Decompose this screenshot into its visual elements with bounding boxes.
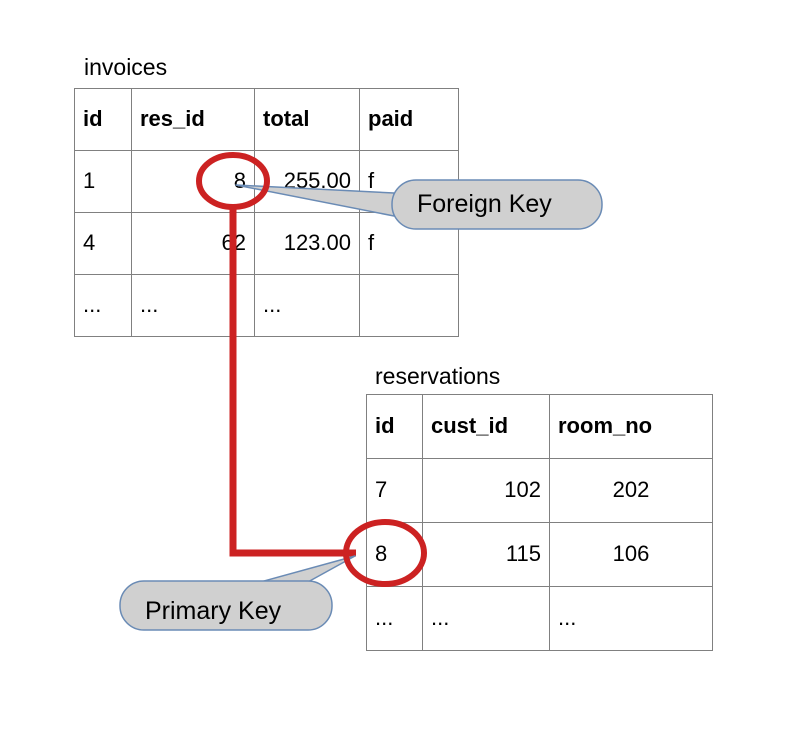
invoices-cell-paid [359,274,459,337]
invoices-table: id res_id total paid 1 8 255.00 f 4 62 1… [74,88,459,337]
reservations-cell-cust-id: 115 [422,522,550,587]
reservations-cell-id: 7 [366,458,423,523]
invoices-header-id: id [74,88,132,151]
invoices-row: 1 8 255.00 f [74,150,459,213]
foreign-key-callout-label: Foreign Key [417,190,552,218]
primary-key-callout-tail [252,555,356,589]
reservations-table-caption: reservations [375,363,501,389]
invoices-header-total: total [254,88,360,151]
invoices-cell-id: ... [74,274,132,337]
invoices-header-paid: paid [359,88,459,151]
reservations-cell-cust-id: ... [422,586,550,651]
reservations-header-cust-id: cust_id [422,394,550,459]
reservations-cell-room-no: ... [549,586,713,651]
invoices-cell-res-id: ... [131,274,255,337]
invoices-cell-res-id: 62 [131,212,255,275]
primary-key-callout-label: Primary Key [145,597,282,625]
invoices-table-caption: invoices [84,54,168,80]
reservations-row: ... ... ... [366,586,713,651]
invoices-cell-id: 4 [74,212,132,275]
invoices-cell-res-id: 8 [131,150,255,213]
reservations-cell-id: ... [366,586,423,651]
reservations-cell-id: 8 [366,522,423,587]
invoices-header-row: id res_id total paid [74,88,459,151]
invoices-cell-paid: f [359,212,459,275]
reservations-cell-room-no: 106 [549,522,713,587]
invoices-row: ... ... ... [74,274,459,337]
invoices-cell-id: 1 [74,150,132,213]
invoices-cell-total: 123.00 [254,212,360,275]
reservations-cell-room-no: 202 [549,458,713,523]
invoices-row: 4 62 123.00 f [74,212,459,275]
reservations-cell-cust-id: 102 [422,458,550,523]
invoices-header-res-id: res_id [131,88,255,151]
invoices-cell-total: ... [254,274,360,337]
reservations-row: 8 115 106 [366,522,713,587]
reservations-table: id cust_id room_no 7 102 202 8 115 106 .… [366,394,713,651]
reservations-header-id: id [366,394,423,459]
invoices-cell-total: 255.00 [254,150,360,213]
reservations-row: 7 102 202 [366,458,713,523]
reservations-header-row: id cust_id room_no [366,394,713,459]
reservations-header-room-no: room_no [549,394,713,459]
